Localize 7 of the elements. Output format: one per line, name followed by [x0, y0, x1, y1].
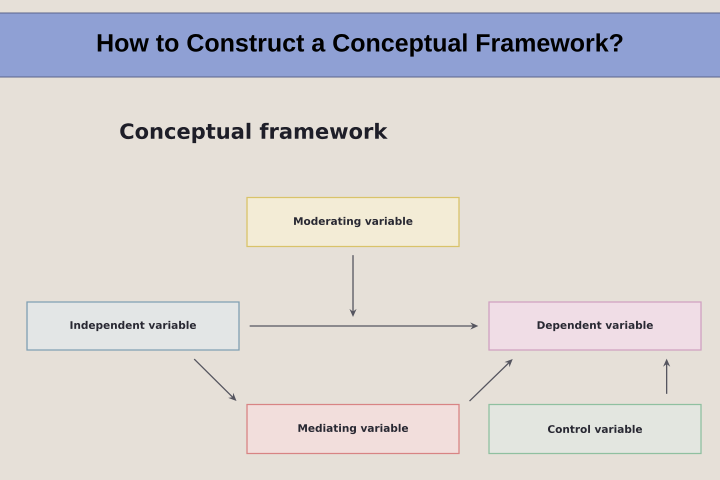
title-banner: How to Construct a Conceptual Framework? [0, 12, 720, 78]
variable-box: Independent variable [26, 301, 240, 351]
variable-box: Moderating variable [246, 196, 460, 248]
variable-box: Control variable [488, 404, 702, 454]
heading: Conceptual framework [120, 122, 388, 144]
variable-box: Dependent variable [488, 301, 702, 351]
variable-box: Mediating variable [246, 404, 460, 454]
